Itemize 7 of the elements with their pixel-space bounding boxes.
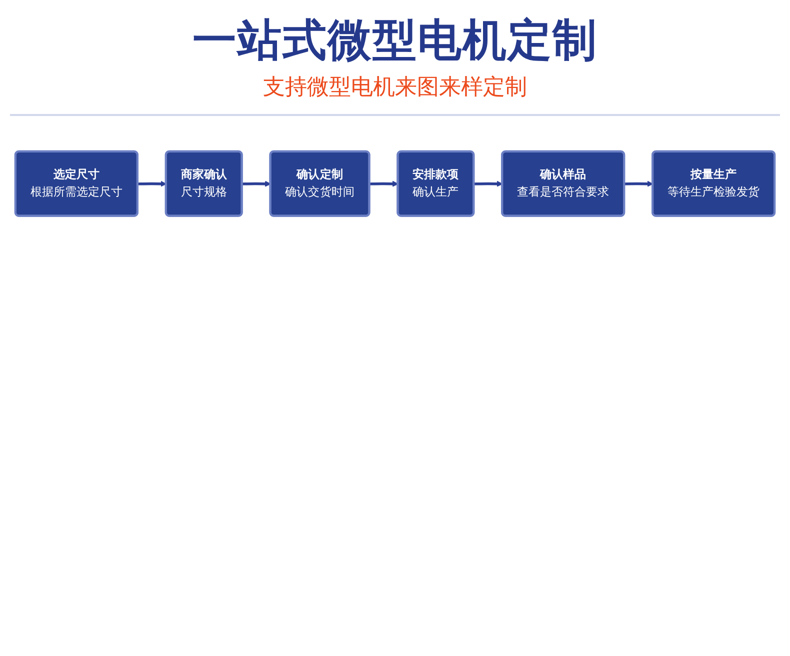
arrow <box>474 180 503 187</box>
arrow <box>624 180 654 187</box>
title: 一站式微型电机定制 <box>192 14 598 68</box>
subtitle: 支持微型电机来图来样定制 <box>263 74 527 102</box>
arrow <box>370 180 398 187</box>
arrow <box>138 180 167 187</box>
arrow <box>242 180 271 187</box>
